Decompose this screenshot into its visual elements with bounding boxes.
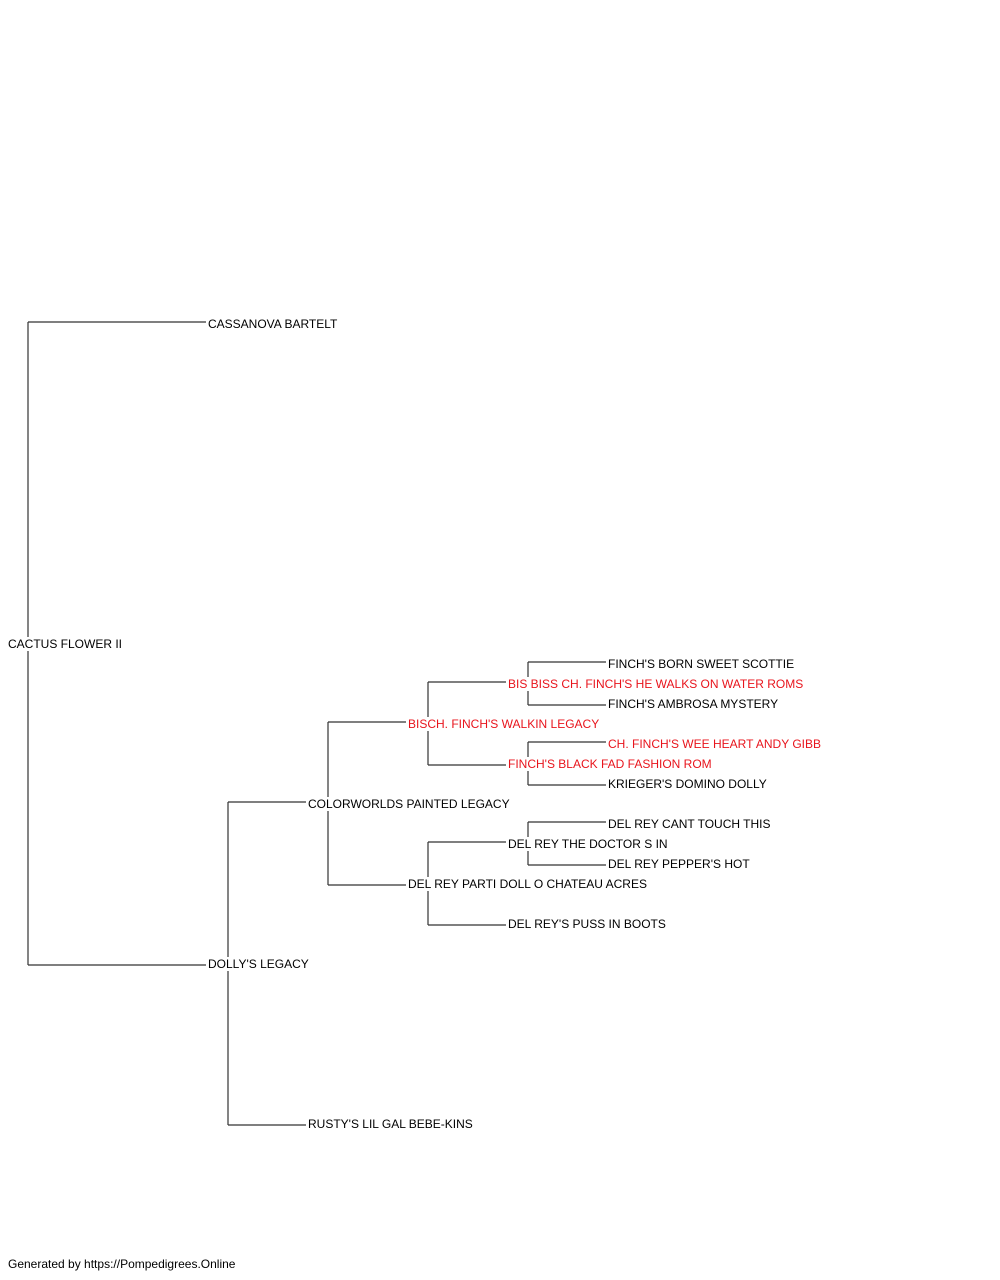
dss-sire-name: BIS BISS CH. FINCH'S HE WALKS ON WATER R… bbox=[508, 677, 804, 691]
dam-dam-name: RUSTY'S LIL GAL BEBE-KINS bbox=[308, 1117, 473, 1131]
dam-sire-dam-name: DEL REY PARTI DOLL O CHATEAU ACRES bbox=[408, 877, 647, 891]
dsds-sire-name: DEL REY CANT TOUCH THIS bbox=[608, 817, 771, 831]
dssd-dam-name: KRIEGER'S DOMINO DOLLY bbox=[608, 777, 767, 791]
dam-sire-name: COLORWORLDS PAINTED LEGACY bbox=[308, 797, 510, 811]
dsd-sire-name: DEL REY THE DOCTOR S IN bbox=[508, 837, 668, 851]
dss-dam-name: FINCH'S BLACK FAD FASHION ROM bbox=[508, 757, 712, 771]
generated-by-footer: Generated by https://Pompedigrees.Online bbox=[8, 1257, 236, 1271]
subject-name: CACTUS FLOWER II bbox=[8, 637, 123, 651]
dsd-dam-name: DEL REY'S PUSS IN BOOTS bbox=[508, 917, 666, 931]
dam-name: DOLLY'S LEGACY bbox=[208, 957, 309, 971]
dam-sire-sire-name: BISCH. FINCH'S WALKIN LEGACY bbox=[408, 717, 600, 731]
dssd-sire-name: CH. FINCH'S WEE HEART ANDY GIBB bbox=[608, 737, 821, 751]
dsds-dam-name: DEL REY PEPPER'S HOT bbox=[608, 857, 750, 871]
dsss-sire-name: FINCH'S BORN SWEET SCOTTIE bbox=[608, 657, 795, 671]
dsss-dam-name: FINCH'S AMBROSA MYSTERY bbox=[608, 697, 779, 711]
sire-name: CASSANOVA BARTELT bbox=[208, 317, 338, 331]
